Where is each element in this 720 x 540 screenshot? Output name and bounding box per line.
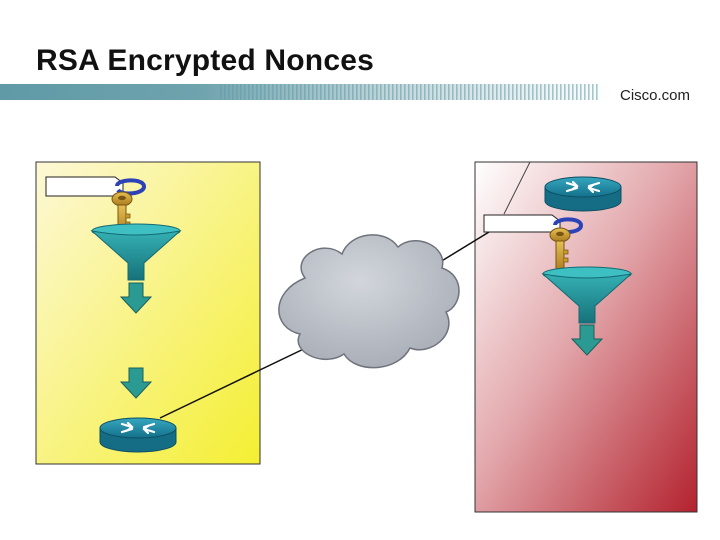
brand-logo-text: Cisco.com — [619, 87, 690, 104]
network-cloud-icon — [278, 234, 460, 369]
slide-title: RSA Encrypted Nonces — [36, 44, 374, 77]
router-icon — [543, 175, 623, 213]
link-line-left — [159, 344, 313, 419]
router-icon — [98, 416, 178, 454]
sender-panel — [35, 161, 261, 465]
message-tag-icon — [483, 214, 561, 233]
message-tag-icon — [45, 176, 124, 197]
link-line-right — [439, 231, 490, 263]
header-bar — [0, 84, 720, 100]
pointer-line — [503, 161, 531, 215]
